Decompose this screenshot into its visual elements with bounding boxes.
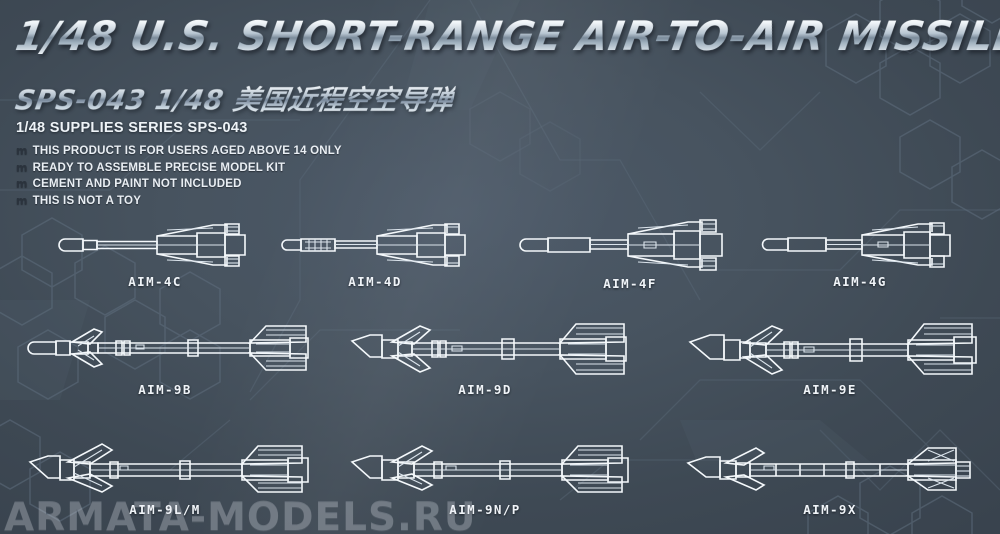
missile-drawing-aim-4f [519,219,723,271]
bullet-marker-icon: m [16,144,28,157]
missile-item-aim-9np: AIM-9N/P [340,440,630,517]
missile-drawing-aim-9lm [28,443,309,493]
page-title: 1/48 U.S. SHORT-RANGE AIR-TO-AIR MISSILE… [12,14,1000,60]
missile-label: AIM-9X [803,502,857,517]
missile-item-aim-9e: AIM-9E [680,318,980,397]
list-item-label: THIS PRODUCT IS FOR USERS AGED ABOVE 14 … [32,145,342,157]
missile-label: AIM-4G [833,274,887,289]
missile-label: AIM-9B [138,382,192,397]
missile-item-aim-9lm: AIM-9L/M [20,440,310,517]
missile-label: AIM-9D [458,382,512,397]
missile-item-aim-4d: AIM-4D [275,222,475,289]
missile-drawing-aim-9e [688,323,977,375]
missile-item-aim-9x: AIM-9X [680,440,980,517]
missile-item-aim-4f: AIM-4F [519,218,740,291]
missile-label: AIM-4F [603,276,657,291]
missile-drawing-aim-9x [686,447,971,491]
missile-item-aim-4c: AIM-4C [55,222,255,289]
missile-label: AIM-9E [803,382,857,397]
missile-item-aim-9b: AIM-9B [20,320,310,397]
missile-drawing-aim-9b [27,325,309,371]
list-item-label: THIS IS NOT A TOY [32,194,142,207]
notice-list: m THIS PRODUCT IS FOR USERS AGED ABOVE 1… [16,143,342,209]
missile-drawing-aim-9np [350,445,629,493]
list-item-label: READY TO ASSEMBLE PRECISE MODEL KIT [32,161,286,174]
missile-label: AIM-9L/M [129,502,201,517]
missile-drawing-aim-9d [350,323,627,375]
missile-item-aim-4g: AIM-4G [760,220,960,289]
missile-label: AIM-4C [128,274,182,289]
missile-diagram-grid: AIM-4C [0,200,1000,520]
missile-drawing-aim-4d [281,223,466,267]
missile-drawing-aim-4g [761,222,951,268]
bullet-marker-icon: m [16,160,28,174]
missile-label: AIM-4D [348,274,402,289]
list-item-label: CEMENT AND PAINT NOT INCLUDED [32,178,242,190]
list-item: m READY TO ASSEMBLE PRECISE MODEL KIT [16,160,342,177]
missile-item-aim-9d: AIM-9D [340,318,630,397]
missile-drawing-aim-4c [58,223,246,267]
missile-label: AIM-9N/P [449,502,521,517]
bullet-marker-icon: m [16,193,28,207]
list-item: m CEMENT AND PAINT NOT INCLUDED [16,176,342,193]
list-item: m THIS PRODUCT IS FOR USERS AGED ABOVE 1… [16,143,342,160]
series-line: 1/48 SUPPLIES SERIES SPS-043 [16,120,248,136]
list-item: m THIS IS NOT A TOY [16,193,342,210]
bullet-marker-icon: m [16,177,28,190]
page-subtitle: SPS-043 1/48 美国近程空空导弹 [13,78,457,117]
